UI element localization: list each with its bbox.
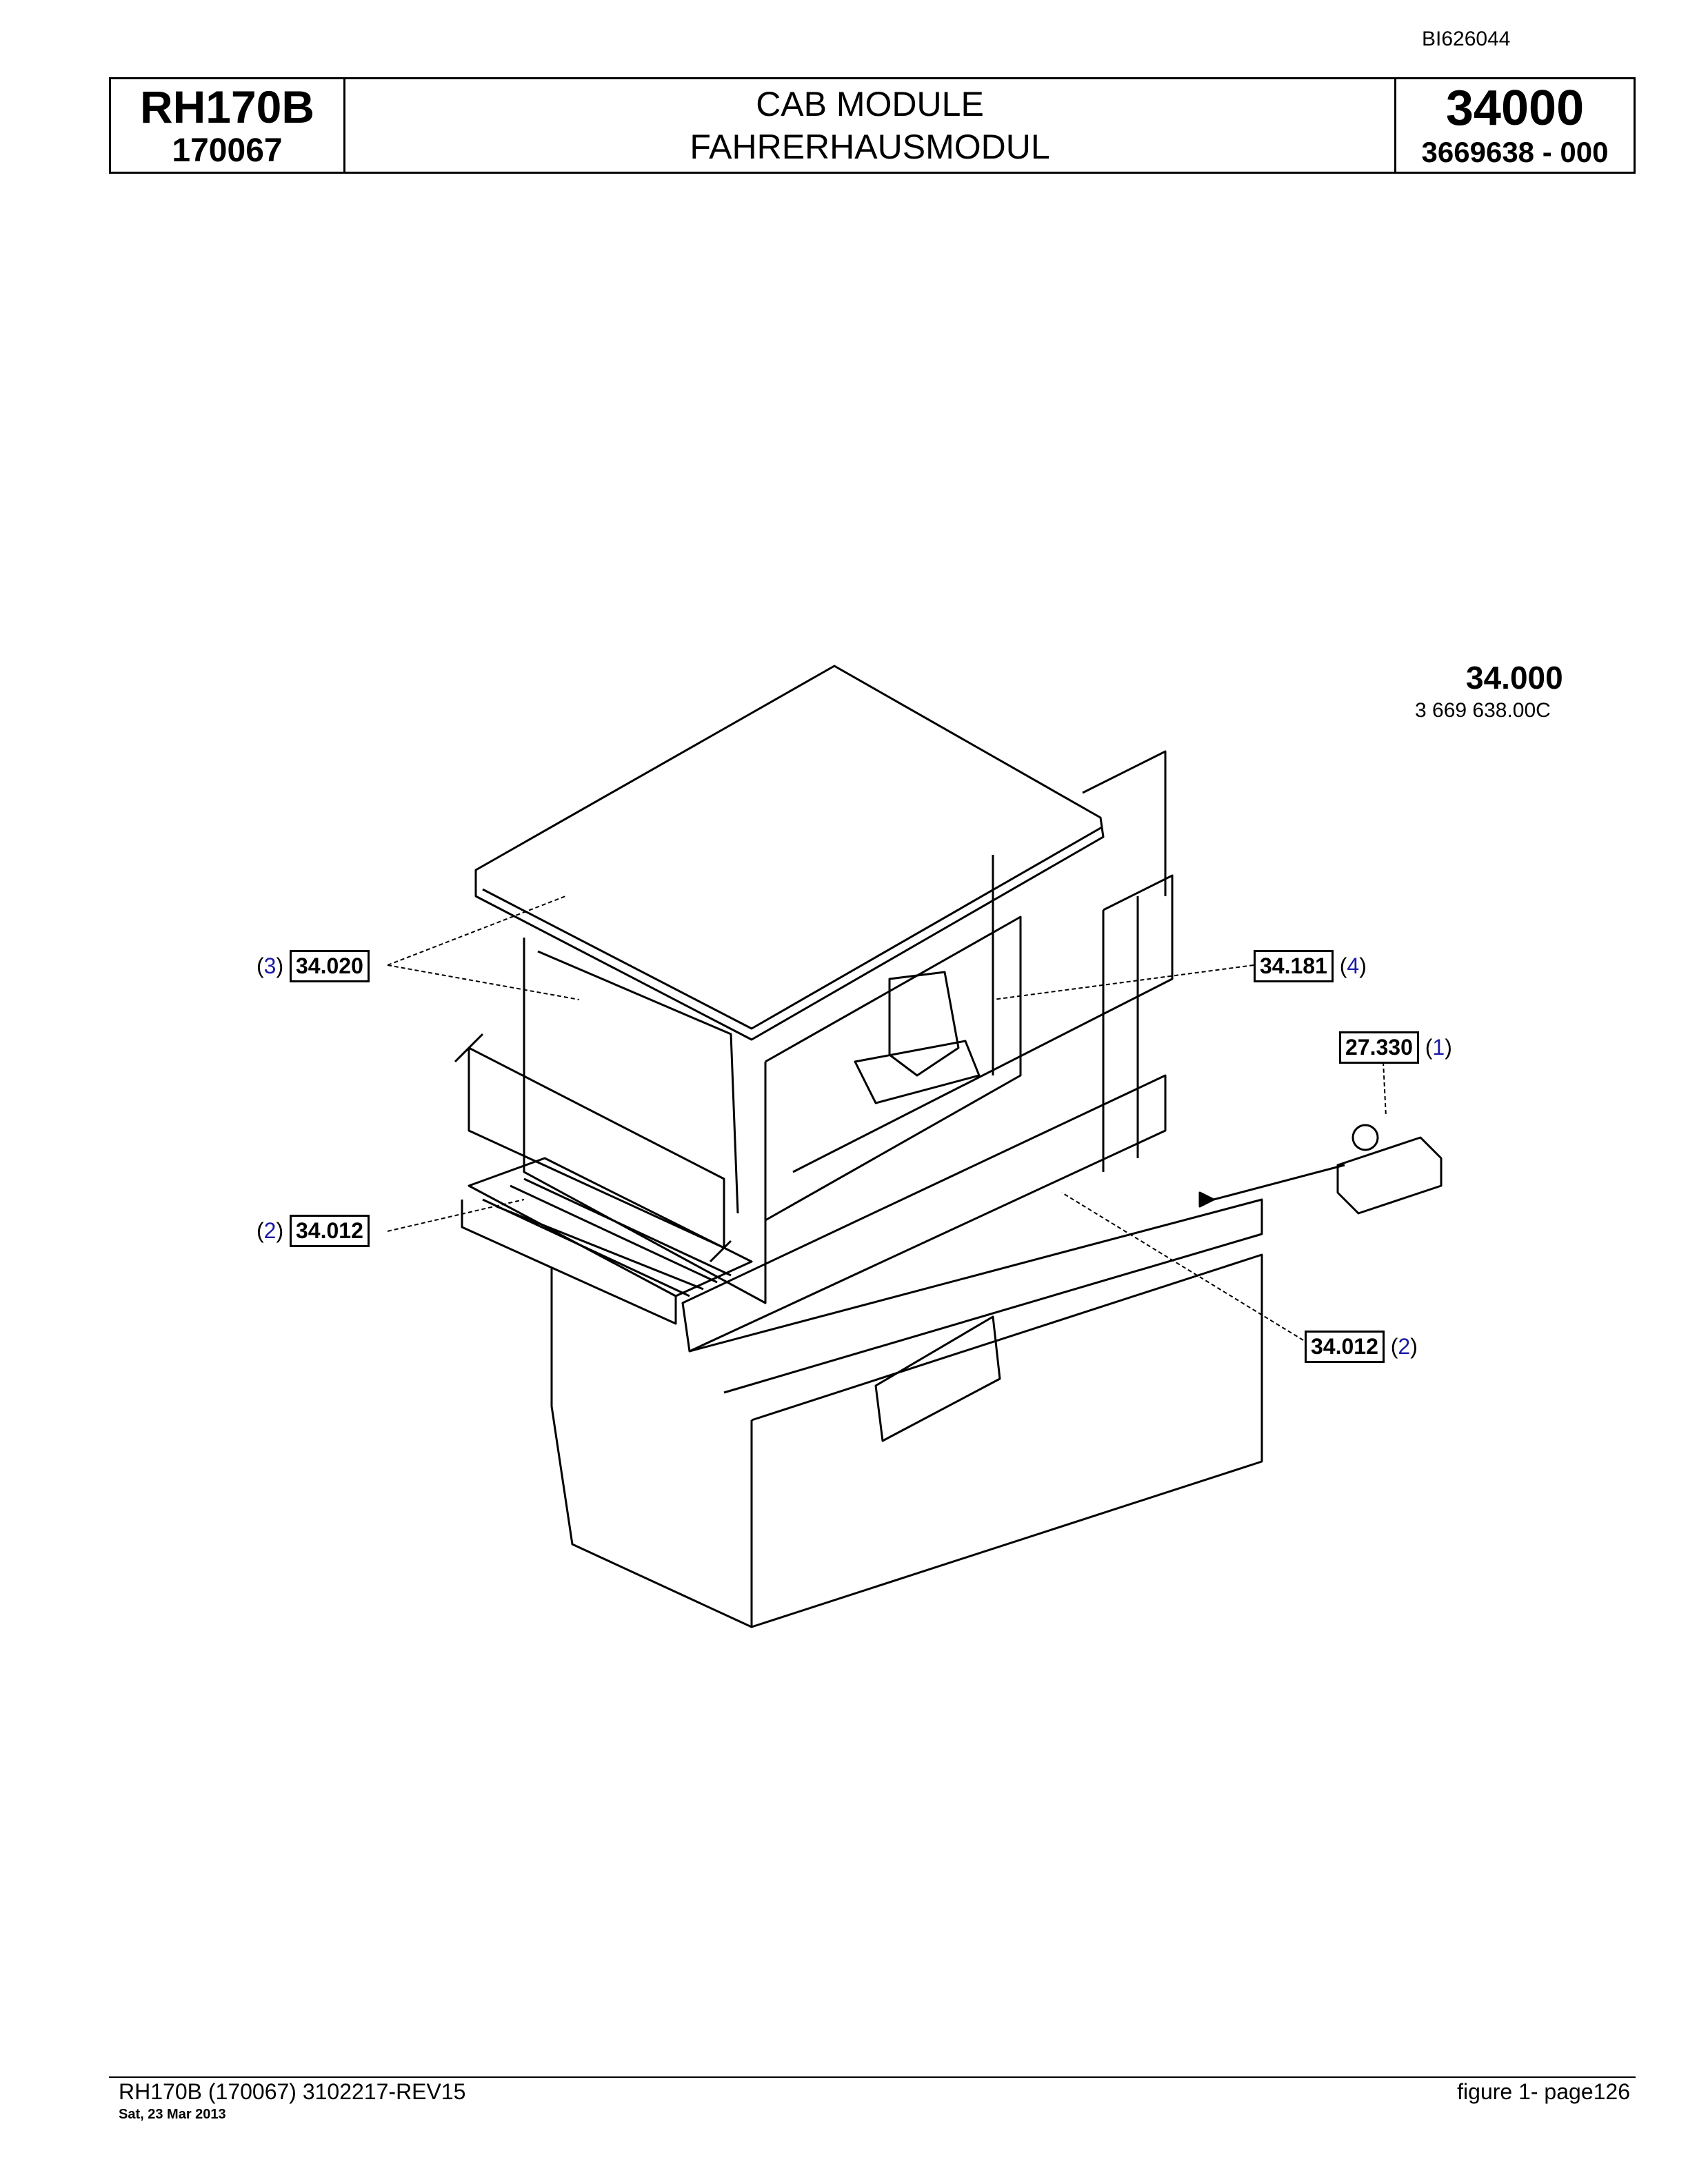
callout-position: 2 [1398,1334,1411,1359]
base-platform [681,1074,1167,1353]
callout-position: 2 [263,1218,277,1243]
document-id: BI626044 [1422,28,1511,50]
figure-number: 34.000 [1466,660,1563,696]
callout-34-012-right[interactable]: 34.012 (2) [1305,1331,1418,1363]
operator-seat [888,971,960,1077]
callout-position: 1 [1432,1035,1445,1060]
model-cell: RH170B 170067 [111,79,345,172]
callout-27-330[interactable]: 27.330 (1) [1339,1031,1452,1064]
group-number: 34000 [1445,81,1585,136]
air-filter [1336,1136,1443,1215]
footer-document-ref: RH170B (170067) 3102217-REV15 [119,2079,466,2104]
callout-position: 3 [263,953,277,978]
callout-position: 4 [1347,953,1360,978]
lower-housing [550,1268,753,1628]
callout-34-012-left[interactable]: (2) 34.012 [257,1215,370,1247]
figure-code: 3 669 638.00C [1415,699,1551,722]
callout-reference[interactable]: 27.330 [1339,1031,1419,1064]
callout-reference[interactable]: 34.012 [290,1215,370,1247]
cab-body [523,938,767,1304]
group-cell: 34000 3669638 - 000 [1396,79,1634,172]
title-english: CAB MODULE [756,85,984,123]
model-name: RH170B [139,81,315,132]
callout-34-020[interactable]: (3) 34.020 [257,950,370,982]
handrail-left [468,1046,725,1249]
footer-divider [109,2076,1636,2078]
cab-roof [474,665,1105,1041]
callout-reference[interactable]: 34.012 [1305,1331,1385,1363]
handrail-right [792,750,1174,1173]
callout-reference[interactable]: 34.181 [1254,950,1334,982]
title-cell: CAB MODULE FAHRERHAUSMODUL [345,79,1396,172]
callout-34-181[interactable]: 34.181 (4) [1254,950,1367,982]
title-german: FAHRERHAUSMODUL [690,128,1050,166]
footer-date: Sat, 23 Mar 2013 [119,2107,226,2122]
footer-page: figure 1- page126 [1457,2079,1630,2104]
walkway-grating [468,1157,753,1297]
title-block: RH170B 170067 CAB MODULE FAHRERHAUSMODUL… [109,77,1636,174]
callout-reference[interactable]: 34.020 [290,950,370,982]
serial-number: 170067 [172,132,283,169]
part-number: 3669638 - 000 [1421,136,1609,168]
